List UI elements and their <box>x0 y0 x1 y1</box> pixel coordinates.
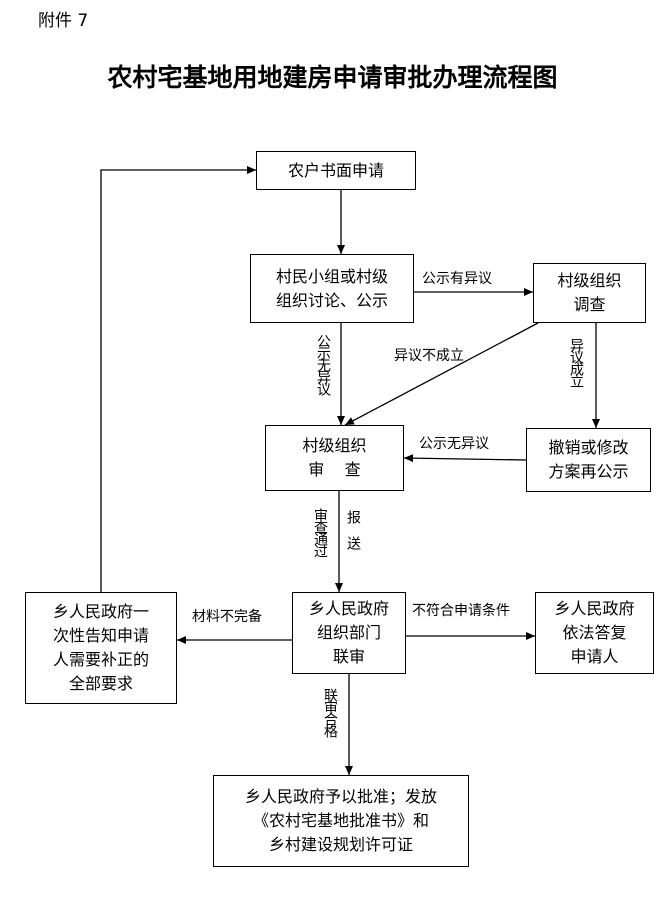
box-line: 依法答复 <box>562 623 627 642</box>
box-township-approval: 乡人民政府予以批准；发放 《农村宅基地批准书》和 乡村建设规划许可证 <box>213 775 469 867</box>
box-line: 方案再公示 <box>548 462 629 481</box>
box-revise-republish: 撤销或修改 方案再公示 <box>526 428 651 492</box>
box-line: 审 查 <box>308 460 361 479</box>
box-township-reply: 乡人民政府 依法答复 申请人 <box>535 592 654 674</box>
label-report: 报送 <box>345 510 361 562</box>
box-line: 村民小组或村级 <box>275 266 388 286</box>
box-village-review: 村级组织 审 查 <box>265 425 404 491</box>
box-line: 乡人民政府 <box>554 599 635 618</box>
label-objection-invalid: 异议不成立 <box>394 348 464 364</box>
box-line: 调查 <box>573 295 606 314</box>
box-township-joint-review: 乡人民政府 组织部门 联审 <box>292 592 406 674</box>
page-title: 农村宅基地用地建房申请审批办理流程图 <box>107 63 558 92</box>
label-objection: 公示有异议 <box>422 271 492 287</box>
box-line: 组织讨论、公示 <box>275 290 388 310</box>
label-objection-valid: 异议成立 <box>568 338 584 386</box>
box-line: 组织部门 <box>316 623 381 642</box>
box-line: 次性告知申请 <box>52 626 149 645</box>
box-line: 村级组织 <box>302 436 367 455</box>
arrow-investigate-to-review <box>344 322 539 426</box>
box-line: 人需要补正的 <box>52 650 149 669</box>
box-line: 撤销或修改 <box>548 438 629 457</box>
arrow-revise-to-review <box>403 454 527 463</box>
arrow-notify-to-apply <box>100 166 256 592</box>
box-line: 农户书面申请 <box>287 160 384 180</box>
box-line: 乡人民政府予以批准；发放 <box>244 787 437 806</box>
label-not-eligible: 不符合申请条件 <box>412 603 510 619</box>
box-village-discussion: 村民小组或村级 组织讨论、公示 <box>250 254 414 323</box>
box-line: 乡村建设规划许可证 <box>268 835 413 854</box>
box-line: 村级组织 <box>557 271 622 290</box>
box-line: 申请人 <box>570 647 619 666</box>
attachment-label: 附件 7 <box>38 11 89 31</box>
label-incomplete-materials: 材料不完备 <box>192 609 262 625</box>
label-review-passed: 审查通过 <box>312 508 328 556</box>
label-no-objection-vertical: 公示无异议 <box>315 334 331 394</box>
box-line: 《农村宅基地批准书》和 <box>252 811 429 830</box>
box-line: 乡人民政府 <box>308 599 389 618</box>
label-joint-review-passed: 联审合格 <box>322 688 338 736</box>
box-line: 联审 <box>332 647 365 666</box>
box-village-investigation: 村级组织 调查 <box>533 263 646 323</box>
box-farmer-application: 农户书面申请 <box>256 151 416 190</box>
box-township-notification: 乡人民政府一 次性告知申请 人需要补正的 全部要求 <box>25 592 177 704</box>
box-line: 乡人民政府一 <box>52 602 149 621</box>
box-line: 全部要求 <box>68 674 133 693</box>
label-no-objection-horizontal: 公示无异议 <box>419 436 489 452</box>
